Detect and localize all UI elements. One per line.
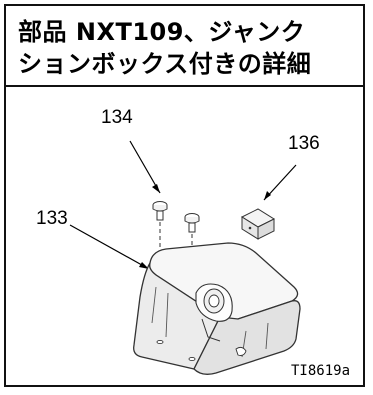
figure-id: TI8619a [291, 363, 351, 379]
callout-134: 134 [101, 107, 133, 128]
junction-box-drawing [69, 140, 301, 375]
arrowhead-134 [152, 184, 160, 193]
title-box: 部品 NXT109、ジャンク ションボックス付きの詳細 [6, 6, 363, 87]
arrowhead-136 [264, 191, 271, 200]
pad-136 [240, 208, 276, 240]
title-line-2: ションボックス付きの詳細 [18, 50, 312, 78]
callout-136: 136 [288, 133, 320, 154]
leader-line-134 [129, 140, 161, 194]
screw-134-left [152, 201, 168, 221]
parts-diagram: 134 136 133 TI8619a [6, 87, 363, 387]
leader-line-133 [69, 224, 150, 270]
title-line-1: 部品 NXT109、ジャンク [18, 18, 306, 46]
arrowhead-133 [139, 262, 149, 269]
screw-134-right [184, 213, 200, 233]
diagram-frame: 部品 NXT109、ジャンク ションボックス付きの詳細 [4, 4, 365, 387]
callout-133: 133 [36, 208, 68, 229]
junction-box-133 [133, 242, 301, 375]
